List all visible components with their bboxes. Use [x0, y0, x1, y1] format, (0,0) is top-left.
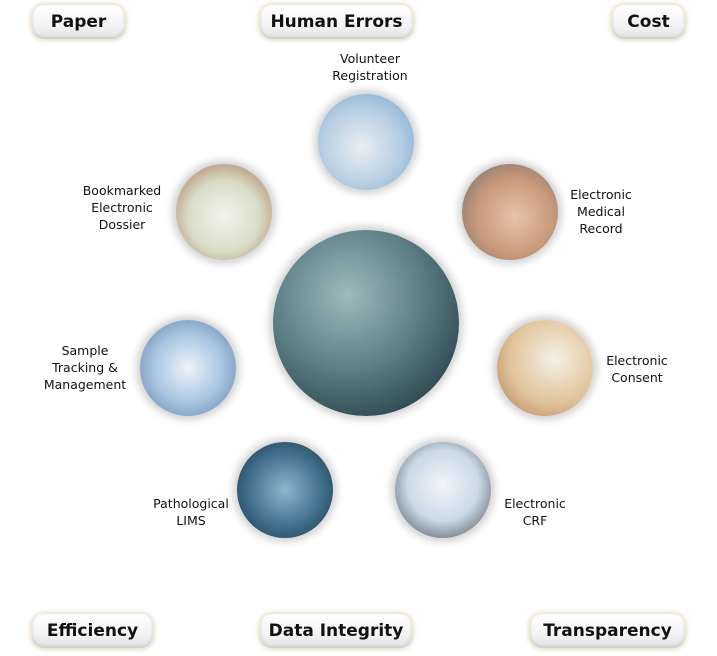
label-volunteer-registration: Volunteer Registration	[332, 51, 408, 83]
label-sample-tracking: Sample Tracking & Management	[43, 343, 127, 392]
document-screen-image	[176, 164, 272, 260]
sample-tubes-image	[140, 320, 236, 416]
label-electronic-medical-record: Electronic Medical Record	[570, 187, 632, 236]
pill-transparency: Transparency	[530, 614, 685, 648]
label-pathological-lims: Pathological LIMS	[153, 496, 229, 528]
center-digital-health-image	[273, 230, 459, 416]
stethoscope-image	[318, 94, 414, 190]
label-electronic-consent: Electronic Consent	[606, 353, 668, 385]
consent-form-image	[497, 320, 593, 416]
lab-microscope-image	[237, 442, 333, 538]
pill-paper: Paper	[32, 5, 125, 39]
laptop-form-image	[395, 442, 491, 538]
pill-cost: Cost	[612, 5, 685, 39]
pill-human-errors: Human Errors	[260, 5, 413, 39]
barcode-scanner-image	[462, 164, 558, 260]
label-electronic-crf: Electronic CRF	[504, 496, 566, 528]
pill-efficiency: Efficiency	[32, 614, 153, 648]
pill-data-integrity: Data Integrity	[260, 614, 412, 648]
label-bookmarked-dossier: Bookmarked Electronic Dossier	[82, 183, 162, 232]
